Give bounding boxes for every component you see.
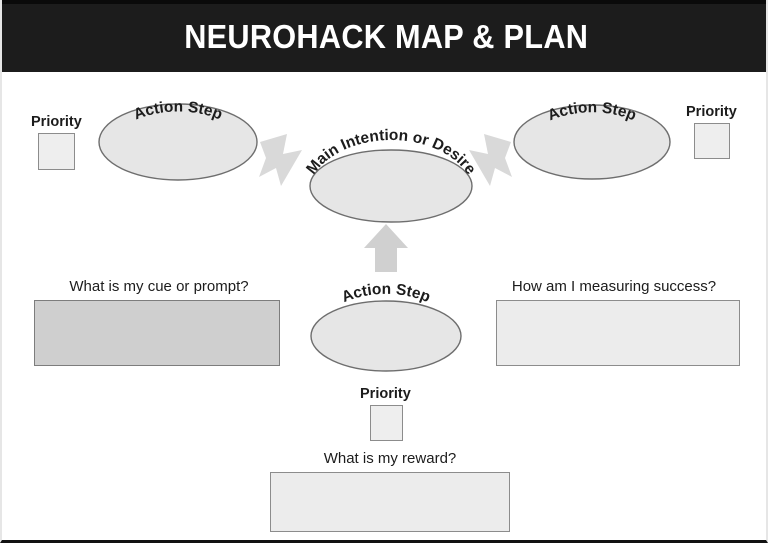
success-field-label: How am I measuring success?: [511, 278, 717, 295]
main-intention-label: Main Intention or Desire: [303, 127, 479, 178]
cue-field-input[interactable]: [34, 300, 280, 366]
arrow-down-right-icon: [259, 134, 302, 186]
action-step-bottom-ellipse[interactable]: [310, 300, 462, 372]
priority-right-box[interactable]: [694, 123, 730, 159]
arrow-down-left-icon: [469, 134, 512, 186]
cue-field-label: What is my cue or prompt?: [69, 278, 249, 295]
action-step-right-ellipse[interactable]: [513, 104, 671, 180]
reward-field-input[interactable]: [270, 472, 510, 532]
page-title: NEUROHACK MAP & PLAN: [184, 17, 588, 55]
priority-left-label: Priority: [31, 114, 82, 130]
action-step-bottom-label: Action Step: [339, 281, 432, 306]
priority-left-box[interactable]: [38, 133, 75, 170]
success-field-input[interactable]: [496, 300, 740, 366]
banner-top-rule: [2, 0, 766, 4]
priority-right-label: Priority: [686, 104, 737, 120]
reward-field-label: What is my reward?: [323, 450, 457, 467]
title-banner: NEUROHACK MAP & PLAN: [2, 0, 766, 72]
action-step-left-ellipse[interactable]: [98, 103, 258, 181]
main-intention-ellipse[interactable]: [309, 149, 473, 223]
action-step-right-label: Action Step: [545, 99, 638, 124]
action-step-left-label: Action Step: [132, 98, 225, 123]
priority-bottom-label: Priority: [360, 386, 411, 402]
priority-bottom-box[interactable]: [370, 405, 403, 441]
arrow-up-icon: [364, 224, 408, 272]
